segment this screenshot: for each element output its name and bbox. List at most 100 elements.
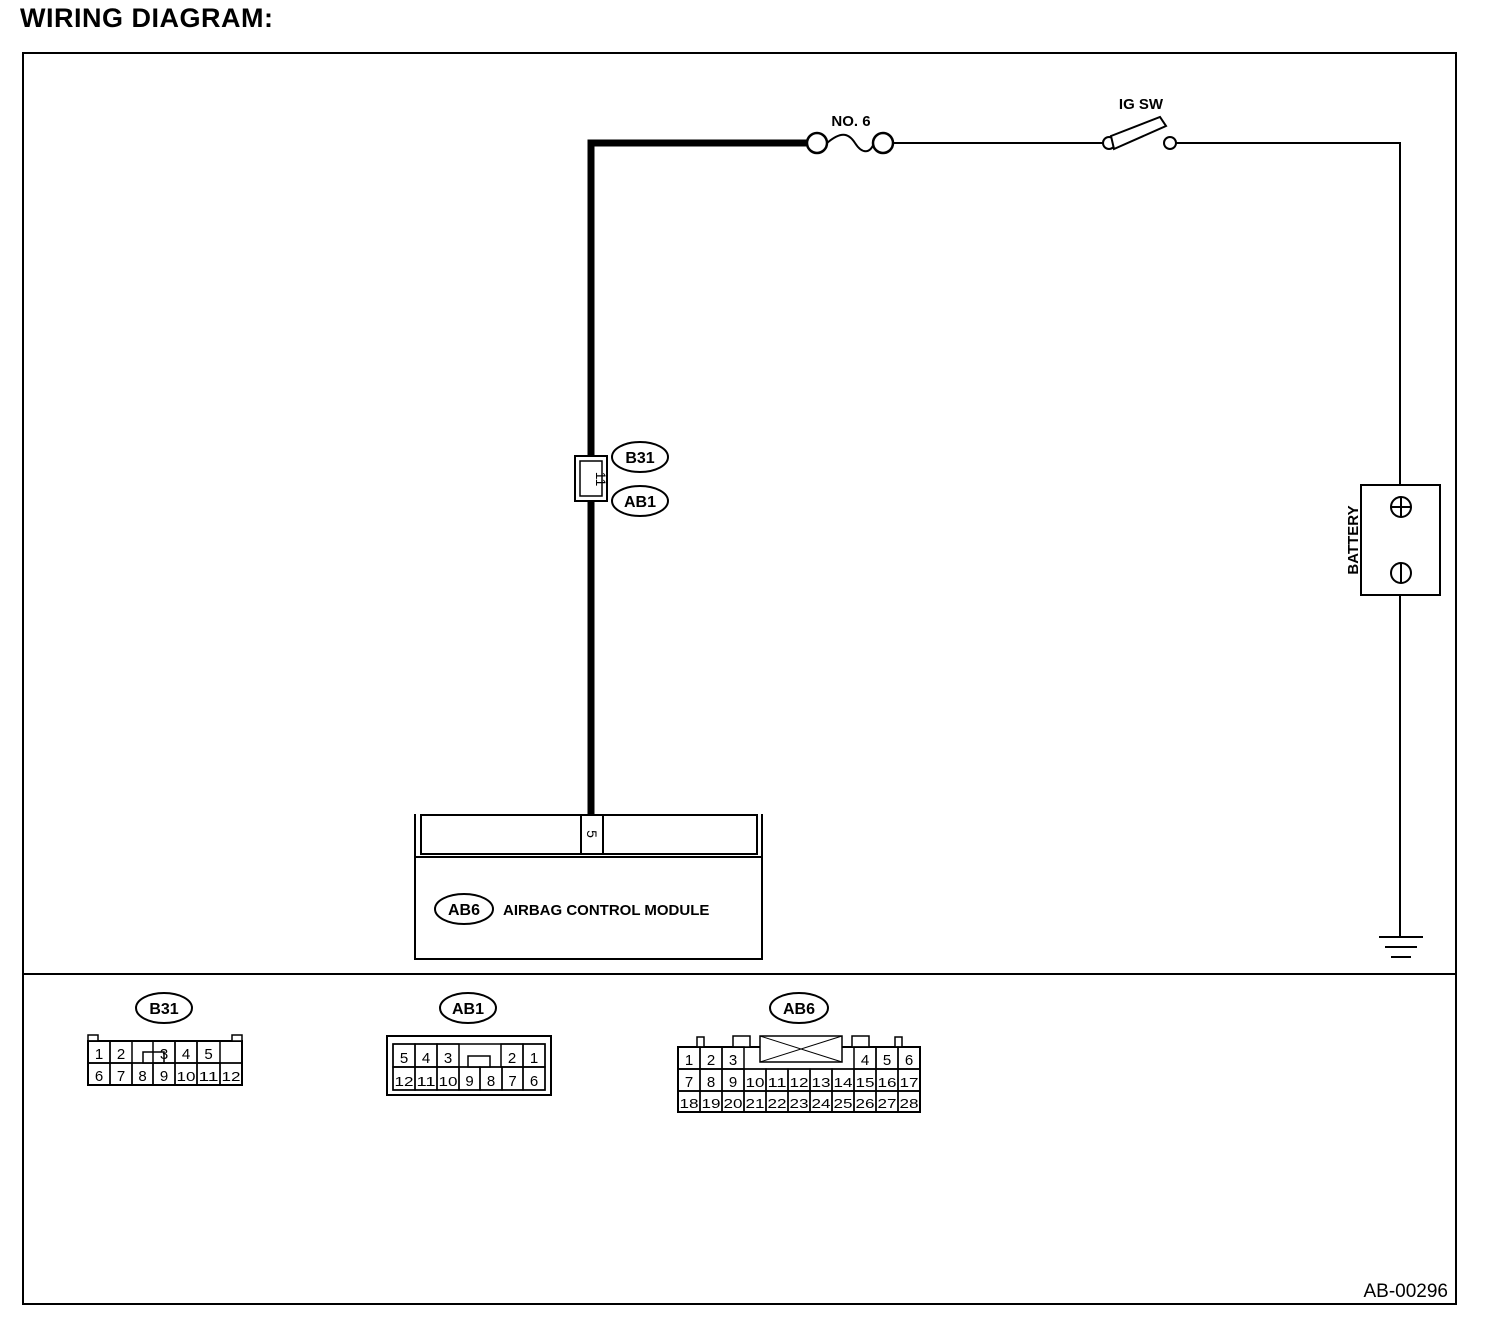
ab6-pin-number: 9 [729, 1074, 737, 1091]
switch-label: IG SW [1119, 96, 1164, 113]
ab6-pin-number: 22 [768, 1096, 787, 1111]
ab1-pin-number: 11 [417, 1074, 436, 1089]
ab1-pin-number: 7 [508, 1073, 516, 1090]
ab1-pin-number: 8 [487, 1073, 495, 1090]
ab6-pin-cell [897, 1090, 921, 1113]
b31-pin-number: 8 [138, 1068, 146, 1085]
ab1-pin-number: 12 [395, 1074, 414, 1089]
ab6-pin-number: 10 [746, 1075, 765, 1090]
tag-ab1-face [439, 992, 497, 1024]
ab6-pin-number: 8 [707, 1074, 715, 1091]
ab6-blank-cross-b [759, 1035, 843, 1063]
page-title: WIRING DIAGRAM: [20, 3, 274, 33]
ab1-pin-number: 6 [530, 1073, 538, 1090]
ab1-pin-number: 4 [422, 1050, 430, 1067]
ab1-pin-number: 5 [400, 1050, 408, 1067]
tag-b31-upper-text: B31 [625, 450, 654, 467]
ab6-pin-number: 3 [729, 1052, 737, 1069]
ab6-pin-number: 17 [900, 1075, 919, 1090]
ab6-pin-number: 18 [680, 1096, 699, 1111]
ab1-pin-cell [522, 1066, 546, 1091]
ab1-pin-number: 3 [444, 1050, 452, 1067]
b31-pin-number: 6 [95, 1068, 103, 1085]
tag-ab1-face-text: AB1 [452, 1001, 484, 1018]
ab6-pin-number: 4 [861, 1052, 869, 1069]
ab1-pin-number: 9 [465, 1073, 473, 1090]
module-body [414, 856, 763, 960]
b31-pin-number: 10 [177, 1069, 196, 1084]
b31-pin-number: 5 [204, 1046, 212, 1063]
module-pin-number: 5 [584, 830, 600, 838]
ab6-pin-number: 26 [856, 1096, 875, 1111]
b31-pin-number: 1 [95, 1046, 103, 1063]
joint-connector-b31-ab1: 11 B31 AB1 [574, 441, 669, 517]
tag-ab6-face-text: AB6 [783, 1001, 815, 1018]
power-supply-wire [587, 139, 810, 814]
ab6-pin-number: 11 [768, 1075, 787, 1090]
ab6-pin-number: 25 [834, 1096, 853, 1111]
ab6-latch-right [894, 1036, 903, 1048]
b31-latch-left [87, 1034, 99, 1042]
tag-ab6-face [769, 992, 829, 1024]
ignition-switch: IG SW [1102, 96, 1177, 151]
b31-pin-number: 2 [117, 1046, 125, 1063]
ab6-pin-number: 19 [702, 1096, 721, 1111]
fuse-no6: NO. 6 [805, 113, 895, 155]
battery: BATTERY [1345, 484, 1441, 596]
ab6-pin-number: 23 [790, 1096, 809, 1111]
ab6-pin-number: 15 [856, 1075, 875, 1090]
module-name: AIRBAG CONTROL MODULE [503, 902, 709, 919]
airbag-control-module: 5 AB6 AIRBAG CONTROL MODULE [414, 814, 763, 960]
ab1-pin-number: 10 [439, 1074, 458, 1089]
ab6-pin-number: 12 [790, 1075, 809, 1090]
ab6-pin-number: 6 [905, 1052, 913, 1069]
ab6-pin-number: 20 [724, 1096, 743, 1111]
ground-icon [1379, 936, 1423, 958]
ab6-pin-number: 24 [812, 1096, 831, 1111]
ab6-latch-left [696, 1036, 705, 1048]
ab1-pin-number: 2 [508, 1050, 516, 1067]
ab6-pin-number: 5 [883, 1052, 891, 1069]
fuse-terminal-left [805, 131, 829, 155]
b31-pin-number: 12 [222, 1069, 241, 1084]
fuse-element [826, 133, 875, 153]
fuse-terminal-right [871, 131, 895, 155]
ab6-pin-number: 14 [834, 1075, 853, 1090]
ab1-pin-number: 1 [530, 1050, 538, 1067]
diagram-frame [22, 52, 1457, 1305]
switch-to-battery-wire [1176, 142, 1401, 497]
ab6-guide-right [851, 1035, 870, 1048]
ab6-guide-left [732, 1035, 751, 1048]
joint-connector-inner [579, 460, 603, 497]
joint-pin-number: 11 [593, 472, 609, 487]
tag-b31-face [135, 992, 193, 1024]
fuse-label: NO. 6 [831, 113, 870, 130]
b31-pin-number: 3 [160, 1046, 168, 1063]
switch-blade [1109, 115, 1168, 151]
switch-terminal-right [1163, 136, 1177, 150]
b31-pin-number: 11 [199, 1069, 219, 1084]
tag-ab6-module-text: AB6 [448, 902, 480, 919]
ab6-pin-number: 21 [746, 1096, 765, 1111]
ab6-pin-number: 2 [707, 1052, 715, 1069]
ab6-pin-number: 13 [812, 1075, 831, 1090]
b31-pin-number: 7 [117, 1068, 125, 1085]
ab6-pin-number: 7 [685, 1074, 693, 1091]
b31-latch-right [231, 1034, 243, 1042]
ab1-key [467, 1055, 491, 1068]
tag-ab6-module [434, 893, 494, 925]
module-connector-strip [420, 814, 758, 855]
ab6-pin-number: 1 [685, 1052, 693, 1069]
battery-label: BATTERY [1345, 505, 1362, 574]
tag-ab1-lower [611, 485, 669, 517]
tag-b31-upper [611, 441, 669, 473]
ab6-pin-number: 16 [878, 1075, 897, 1090]
b31-pin-number: 4 [182, 1046, 190, 1063]
